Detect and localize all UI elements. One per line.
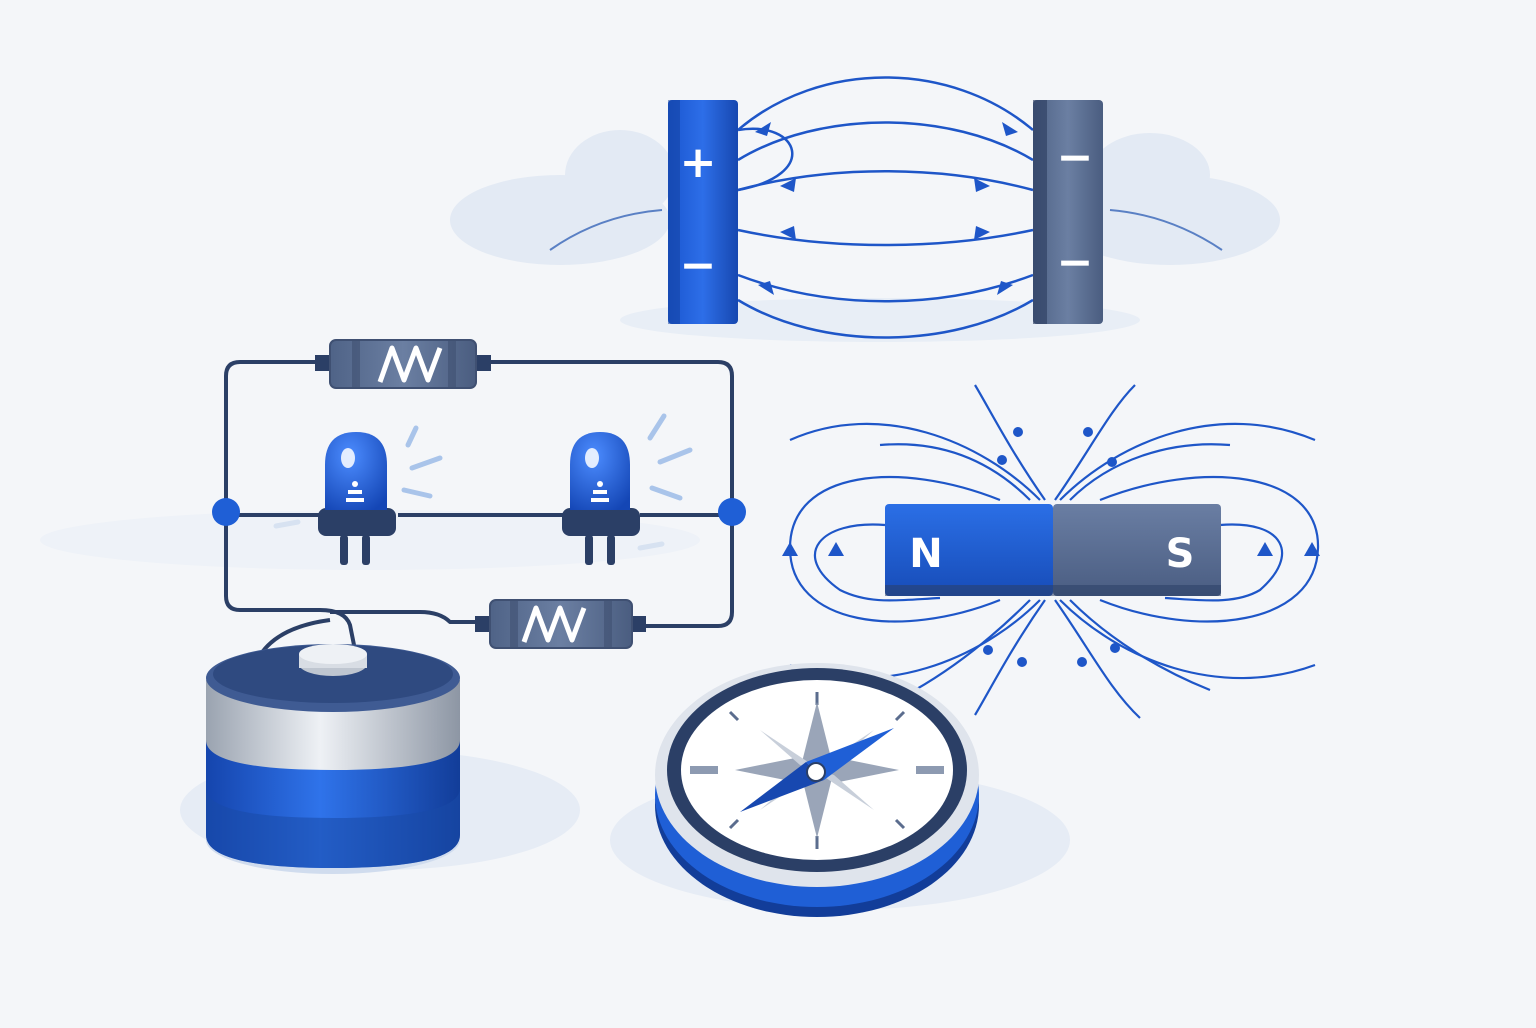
led-bulb-icon: [562, 432, 640, 565]
south-pole-label: S: [1166, 531, 1195, 577]
circuit-wires: [224, 360, 734, 666]
capacitor: + − − −: [549, 76, 1223, 339]
field-line: [1109, 209, 1223, 251]
north-pole-label: N: [909, 531, 942, 577]
positive-plate: + −: [668, 100, 738, 324]
motion-marks: [273, 519, 665, 551]
plate-sign-plus: +: [680, 137, 717, 188]
negative-plate: − −: [1033, 100, 1103, 324]
plate-sign-minus: −: [1057, 132, 1094, 183]
field-arrows: [782, 427, 1320, 667]
field-line: [549, 209, 663, 251]
magnet-north-half: [885, 504, 1053, 596]
junction-node: [212, 498, 240, 526]
electric-field-lines: [737, 76, 1034, 339]
compass-icon: [655, 663, 979, 917]
battery-icon: [206, 644, 460, 874]
magnet-south-half: [1053, 504, 1221, 596]
compass-needle-south: [740, 762, 824, 812]
circuit: [212, 339, 746, 666]
glow-rays: [401, 425, 443, 499]
junction-node: [718, 498, 746, 526]
compass-pivot: [806, 762, 826, 782]
resistor-icon: [315, 339, 491, 389]
resistor-icon: [475, 599, 646, 649]
bar-magnet: N S: [782, 384, 1320, 719]
led-bulb-icon: [318, 432, 396, 565]
compass-ticks: [690, 692, 944, 849]
plate-sign-minus: −: [680, 240, 717, 291]
field-arrows: [755, 122, 1018, 295]
compass-needle-north: [806, 728, 894, 780]
glow-rays: [647, 413, 693, 501]
plate-sign-minus: −: [1057, 237, 1094, 288]
